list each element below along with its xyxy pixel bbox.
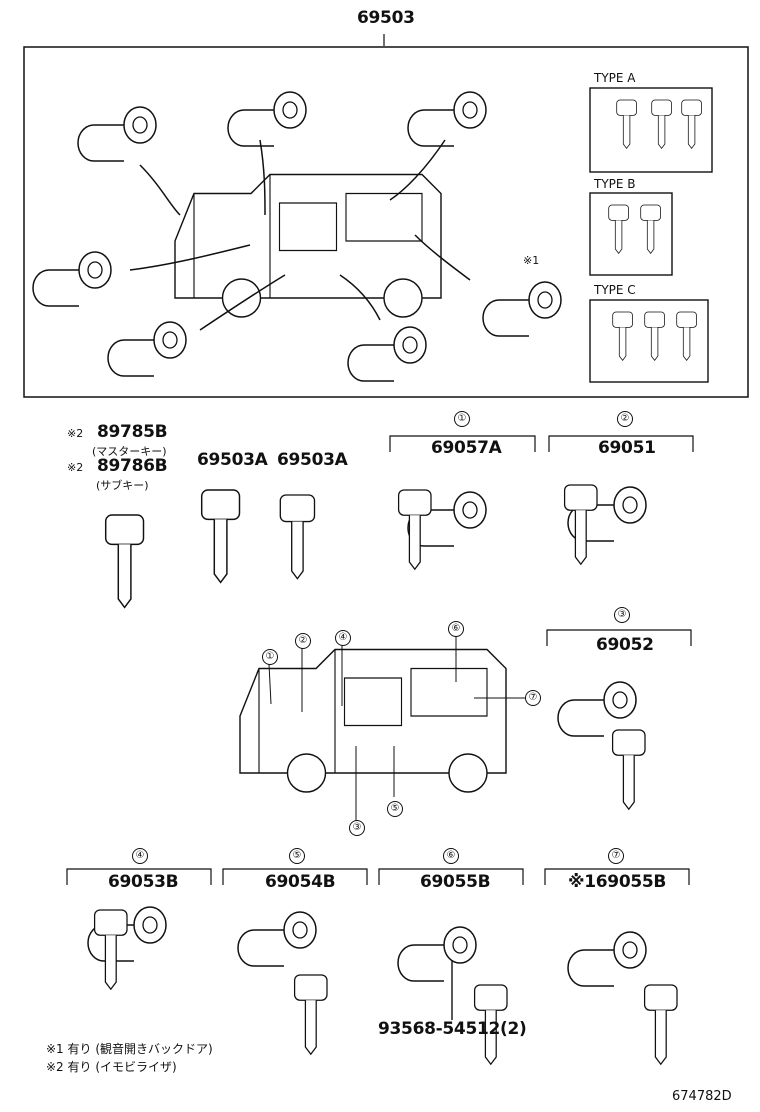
van-callout-1: ① — [262, 649, 278, 665]
van-callout-5: ⑤ — [387, 801, 403, 817]
index-7: ⑦ — [608, 848, 624, 864]
bracket-lines — [66, 435, 694, 885]
loose-keys — [104, 489, 316, 609]
index-5: ⑤ — [289, 848, 305, 864]
van-callout-7: ⑦ — [525, 690, 541, 706]
van-callout-2: ② — [295, 633, 311, 649]
type-keys — [608, 99, 702, 361]
key-69503a-right: 69503A — [277, 450, 348, 470]
type-a-label: TYPE A — [594, 71, 636, 85]
master-key-note: ※2 — [67, 427, 84, 440]
top-marker: ※1 — [523, 254, 540, 267]
lower-van — [239, 648, 507, 793]
sub-key-label: (サブキー) — [96, 479, 149, 492]
sub-key-note: ※2 — [67, 461, 84, 474]
key-69503a-left: 69503A — [197, 450, 268, 470]
index-2: ② — [617, 411, 633, 427]
component-drawings — [87, 484, 678, 1065]
component-1-number: 69057A — [431, 438, 502, 458]
screw-part-number: 93568-54512(2) — [378, 1019, 527, 1039]
component-7-number: ※169055B — [568, 872, 667, 892]
type-c-box — [589, 299, 709, 383]
diagram-reference: 674782D — [672, 1089, 732, 1104]
top-van — [174, 173, 442, 318]
van-callout-4: ④ — [335, 630, 351, 646]
index-3: ③ — [614, 607, 630, 623]
note-1: ※1 有り (観音開きバックドア) — [46, 1042, 213, 1056]
type-b-label: TYPE B — [594, 177, 636, 191]
component-4-number: 69053B — [108, 872, 179, 892]
type-a-box — [589, 87, 713, 173]
assembly-part-number: 69503 — [357, 8, 415, 28]
van-callout-6: ⑥ — [448, 621, 464, 637]
master-key-label: (マスターキー) — [92, 445, 167, 458]
assembly-box — [23, 46, 749, 398]
type-b-box — [589, 192, 673, 276]
master-key-number: 89785B — [97, 422, 168, 442]
component-2-number: 69051 — [598, 438, 656, 458]
component-6-number: 69055B — [420, 872, 491, 892]
lock-cylinders-top — [32, 91, 562, 382]
type-c-label: TYPE C — [594, 283, 636, 297]
van-callout-3: ③ — [349, 820, 365, 836]
note-2: ※2 有り (イモビライザ) — [46, 1060, 177, 1074]
component-3-number: 69052 — [596, 635, 654, 655]
lower-van-callout-lines — [268, 636, 526, 822]
component-5-number: 69054B — [265, 872, 336, 892]
sub-key-number: 89786B — [97, 456, 168, 476]
index-4: ④ — [132, 848, 148, 864]
index-6: ⑥ — [443, 848, 459, 864]
index-1: ① — [454, 411, 470, 427]
